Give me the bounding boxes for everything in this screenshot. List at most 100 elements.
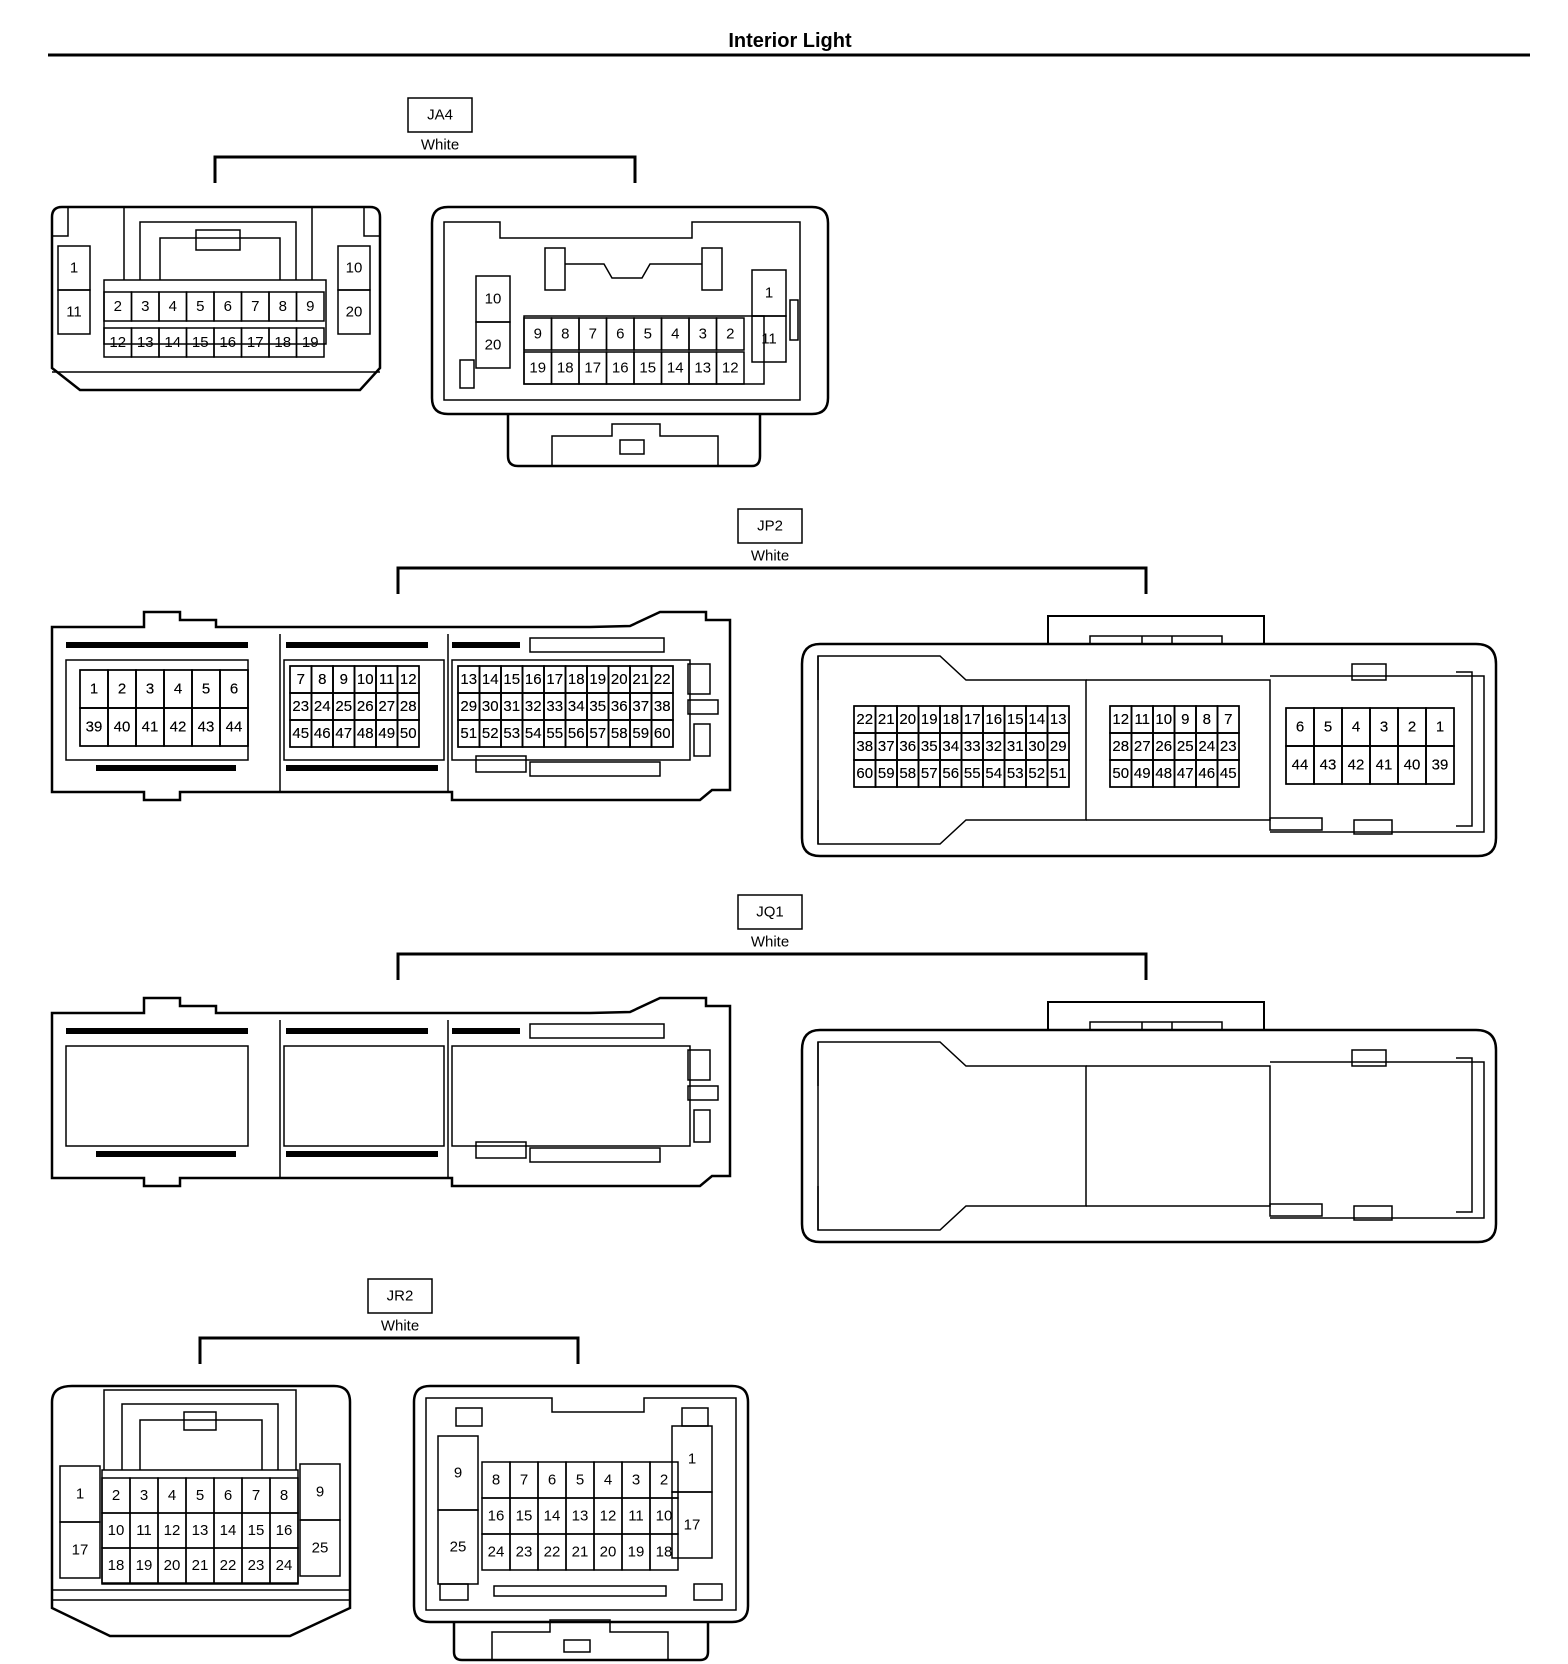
pin-number: 3	[146, 681, 154, 698]
pin-number: 60	[654, 725, 671, 742]
slot	[681, 1407, 709, 1427]
connector-code: JP2	[757, 518, 783, 535]
pin-number: 9	[306, 298, 314, 315]
connector-bracket	[213, 155, 637, 183]
pin-number: 55	[964, 765, 981, 782]
pin-number: 7	[589, 326, 597, 343]
slot	[1353, 819, 1393, 835]
pin-number: 41	[1376, 757, 1393, 774]
pin-number: 57	[921, 765, 938, 782]
pin-number: 11	[1134, 711, 1150, 728]
pin-number: 10	[1155, 711, 1172, 728]
pin-number: 30	[482, 698, 499, 715]
pin-number: 4	[174, 681, 182, 698]
pin-number: 8	[1203, 711, 1211, 728]
pin-number: 39	[86, 719, 103, 736]
housing-line	[451, 659, 691, 761]
pin-number: 51	[460, 725, 477, 742]
pin-number: 43	[1320, 757, 1337, 774]
pin-number: 25	[1177, 738, 1194, 755]
pin-number: 44	[226, 719, 243, 736]
pin-number: 48	[357, 725, 374, 742]
pin-number: 19	[921, 711, 938, 728]
slot	[475, 1141, 527, 1159]
pin-number: 18	[942, 711, 959, 728]
slot	[529, 1147, 661, 1163]
pin-number: 41	[1376, 757, 1393, 774]
connector-code: JQ1	[756, 904, 784, 921]
housing-line	[52, 1589, 350, 1601]
pin-number: 9	[1181, 711, 1189, 728]
pin-number: 15	[1007, 711, 1024, 728]
pin-number: 52	[482, 725, 499, 742]
pin-cell	[295, 327, 325, 358]
pin-number: 4	[169, 298, 177, 315]
pin-number: 38	[856, 738, 873, 755]
pin-number: 7	[297, 671, 305, 688]
housing-line	[451, 1045, 691, 1147]
pin-number: 43	[198, 719, 215, 736]
pin-number: 59	[878, 765, 895, 782]
pin-number: 1	[90, 681, 98, 698]
pin-number: 10	[357, 671, 374, 688]
pin-number: 60	[654, 725, 671, 742]
pin-number: 11	[136, 1522, 152, 1539]
pin-number: 5	[576, 1472, 584, 1489]
pin-number: 36	[899, 738, 916, 755]
pin-number: 18	[568, 671, 585, 688]
housing-line	[1047, 1001, 1265, 1030]
pin-number: 3	[1380, 719, 1388, 736]
pin-number: 57	[589, 725, 606, 742]
pin-number: 46	[314, 725, 331, 742]
pin-number: 11	[379, 671, 395, 688]
pin-number: 60	[856, 765, 873, 782]
pin-number: 2	[118, 681, 126, 698]
housing-line	[491, 1619, 669, 1660]
guide	[693, 1109, 711, 1143]
pin-number: 59	[632, 725, 649, 742]
pin-number: 2	[660, 1472, 668, 1489]
pin-number: 25	[450, 1539, 467, 1556]
pin-number: 18	[108, 1557, 125, 1574]
pin-number: 26	[357, 698, 374, 715]
pin-number: 51	[460, 725, 477, 742]
pin-number: 8	[492, 1472, 500, 1489]
housing-line	[443, 221, 801, 401]
pin-number: 8	[318, 671, 326, 688]
connector-color: White	[381, 1318, 419, 1335]
slot	[693, 1583, 723, 1601]
housing-line	[363, 207, 380, 237]
pin-number: 33	[546, 698, 563, 715]
pin-number: 6	[548, 1472, 556, 1489]
pin-number: 16	[276, 1522, 293, 1539]
pin-number: 1	[1436, 719, 1444, 736]
pin-number: 1	[765, 285, 773, 302]
pin-number: 18	[568, 671, 585, 688]
pin-number: 32	[985, 738, 1002, 755]
pin-number: 43	[198, 719, 215, 736]
pin-cell	[715, 351, 745, 385]
pin-number: 52	[1028, 765, 1045, 782]
housing-line	[1456, 1057, 1473, 1213]
pin-number: 28	[1112, 738, 1129, 755]
pin-number: 9	[534, 326, 542, 343]
pin-number: 56	[942, 765, 959, 782]
pin-number: 14	[164, 334, 181, 351]
pin-number: 26	[357, 698, 374, 715]
pin-number: 14	[544, 1508, 561, 1525]
pin-number: 55	[546, 725, 563, 742]
pin-number: 56	[568, 725, 585, 742]
pin-number: 44	[226, 719, 243, 736]
pin-number: 14	[482, 671, 499, 688]
pin-number: 27	[378, 698, 395, 715]
connector-bracket	[198, 1336, 580, 1364]
pin-number: 15	[503, 671, 520, 688]
latch	[183, 1411, 217, 1431]
pin-number: 39	[86, 719, 103, 736]
pin-number: 20	[346, 304, 363, 321]
pin-number: 28	[400, 698, 417, 715]
connector-color: White	[751, 548, 789, 565]
pin-number: 16	[525, 671, 542, 688]
pin-number: 20	[611, 671, 628, 688]
pin-number: 7	[297, 671, 305, 688]
